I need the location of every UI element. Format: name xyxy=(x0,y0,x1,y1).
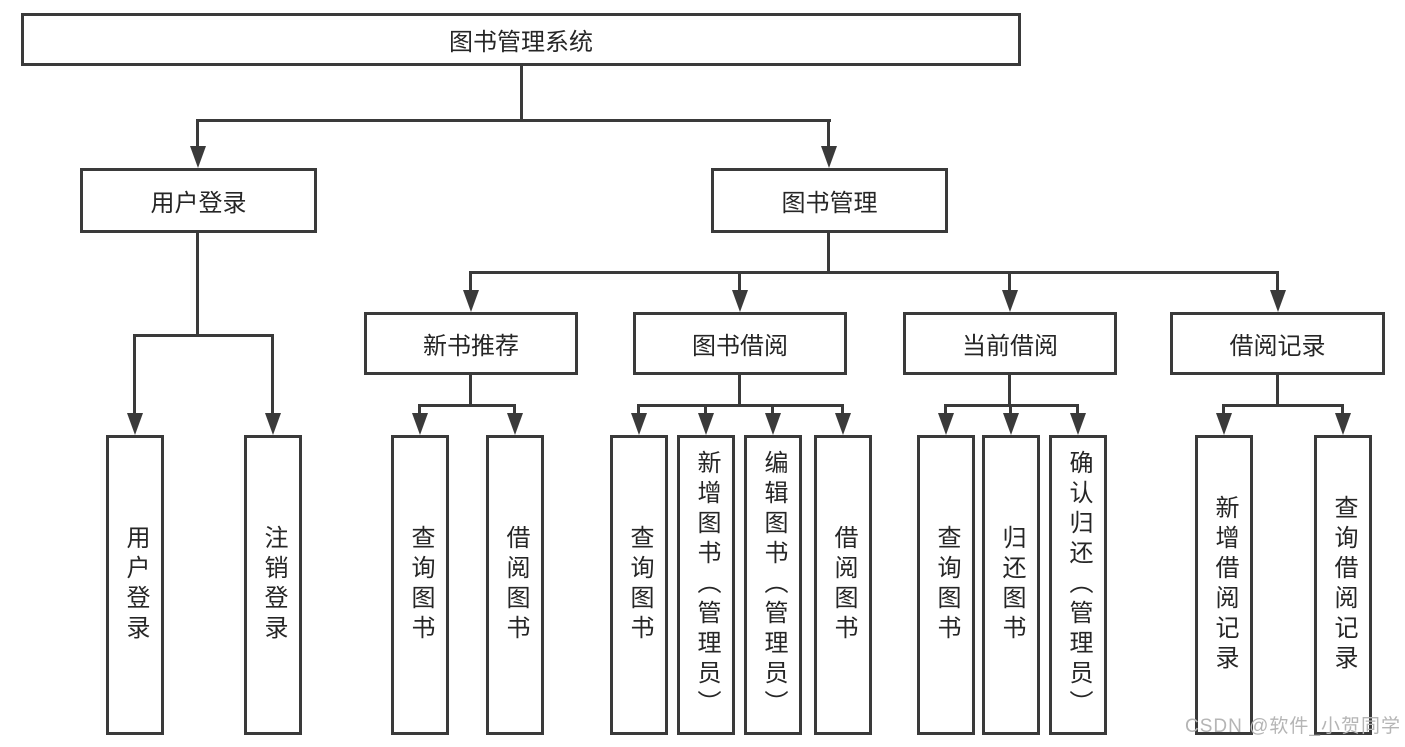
leaf-logout-login-label: 注销登录 xyxy=(260,525,287,645)
connector-user-login-split xyxy=(133,334,274,337)
connector-drop-query-books-1 xyxy=(418,406,421,416)
connector-drop-book-management xyxy=(827,121,830,149)
connector-drop-add-book xyxy=(704,406,707,416)
node-new-book-recommend-label: 新书推荐 xyxy=(423,333,519,360)
leaf-add-book-admin: 新增图书（管理员） xyxy=(677,435,735,735)
leaf-edit-book-admin-label: 编辑图书（管理员） xyxy=(760,450,787,720)
arrowhead-borrow-books-1 xyxy=(507,413,523,435)
leaf-confirm-return-admin: 确认归还（管理员） xyxy=(1049,435,1107,735)
connector-drop-add-record xyxy=(1222,406,1225,416)
connector-drop-book-borrow xyxy=(738,273,741,293)
arrowhead-edit-book xyxy=(765,413,781,435)
arrowhead-book-management xyxy=(821,146,837,168)
connector-book-borrow-stem xyxy=(738,375,741,406)
arrowhead-confirm-return xyxy=(1070,413,1086,435)
leaf-borrow-books: 借阅图书 xyxy=(814,435,872,735)
node-borrow-records: 借阅记录 xyxy=(1170,312,1385,375)
node-current-borrow-label: 当前借阅 xyxy=(962,333,1058,360)
leaf-query-borrow-record-label: 查询借阅记录 xyxy=(1330,495,1357,675)
connector-new-book-split xyxy=(418,404,516,407)
leaf-user-login-label: 用户登录 xyxy=(122,525,149,645)
connector-drop-return-books xyxy=(1009,406,1012,416)
node-new-book-recommend: 新书推荐 xyxy=(364,312,578,375)
node-borrow-records-label: 借阅记录 xyxy=(1229,333,1326,360)
node-book-borrow-label: 图书借阅 xyxy=(692,333,788,360)
arrowhead-query-books-3 xyxy=(938,413,954,435)
arrowhead-user-login xyxy=(190,146,206,168)
connector-book-management-split xyxy=(469,271,1279,274)
leaf-query-books-borrow-label: 查询图书 xyxy=(626,525,653,645)
arrowhead-add-record xyxy=(1216,413,1232,435)
leaf-borrow-books-label: 借阅图书 xyxy=(830,525,857,645)
connector-current-borrow-split xyxy=(944,404,1079,407)
arrowhead-query-books-2 xyxy=(631,413,647,435)
leaf-query-books-borrow: 查询图书 xyxy=(610,435,668,735)
arrowhead-book-borrow xyxy=(732,290,748,312)
leaf-borrow-books-recommend-label: 借阅图书 xyxy=(502,525,529,645)
arrowhead-leaf-logout xyxy=(265,413,281,435)
leaf-logout-login: 注销登录 xyxy=(244,435,302,735)
arrowhead-return-books xyxy=(1003,413,1019,435)
leaf-borrow-books-recommend: 借阅图书 xyxy=(486,435,544,735)
connector-new-book-stem xyxy=(469,375,472,406)
connector-drop-query-record xyxy=(1341,406,1344,416)
arrowhead-query-books-1 xyxy=(412,413,428,435)
connector-drop-leaf-user-login xyxy=(133,336,136,415)
connector-drop-borrow-books-2 xyxy=(841,406,844,416)
arrowhead-new-book xyxy=(463,290,479,312)
connector-current-borrow-stem xyxy=(1008,375,1011,406)
arrowhead-current-borrow xyxy=(1002,290,1018,312)
leaf-add-book-admin-label: 新增图书（管理员） xyxy=(693,450,720,720)
connector-book-management-stem xyxy=(827,233,830,273)
node-library-system: 图书管理系统 xyxy=(21,13,1021,66)
connector-drop-edit-book xyxy=(771,406,774,416)
leaf-confirm-return-admin-label: 确认归还（管理员） xyxy=(1065,450,1092,720)
connector-root-stem xyxy=(520,66,523,119)
arrowhead-borrow-books-2 xyxy=(835,413,851,435)
leaf-query-books-current-label: 查询图书 xyxy=(933,525,960,645)
leaf-query-borrow-record: 查询借阅记录 xyxy=(1314,435,1372,735)
connector-drop-user-login xyxy=(196,121,199,149)
connector-root-split xyxy=(196,119,831,122)
connector-drop-current-borrow xyxy=(1008,273,1011,293)
connector-drop-query-books-3 xyxy=(944,406,947,416)
node-user-login: 用户登录 xyxy=(80,168,317,233)
connector-drop-query-books-2 xyxy=(637,406,640,416)
leaf-query-books-recommend: 查询图书 xyxy=(391,435,449,735)
arrowhead-query-record xyxy=(1335,413,1351,435)
connector-drop-new-book xyxy=(469,273,472,293)
leaf-return-books: 归还图书 xyxy=(982,435,1040,735)
connector-book-borrow-split xyxy=(637,404,844,407)
connector-drop-leaf-logout xyxy=(271,336,274,415)
leaf-edit-book-admin: 编辑图书（管理员） xyxy=(744,435,802,735)
node-user-login-label: 用户登录 xyxy=(150,190,247,217)
connector-drop-confirm-return xyxy=(1076,406,1079,416)
connector-borrow-record-split xyxy=(1222,404,1344,407)
node-book-management: 图书管理 xyxy=(711,168,948,233)
node-book-management-label: 图书管理 xyxy=(781,190,878,217)
leaf-add-borrow-record-label: 新增借阅记录 xyxy=(1211,495,1238,675)
leaf-query-books-recommend-label: 查询图书 xyxy=(407,525,434,645)
csdn-watermark: CSDN @软件_小贺同学 xyxy=(1185,716,1401,737)
node-book-borrow: 图书借阅 xyxy=(633,312,847,375)
leaf-return-books-label: 归还图书 xyxy=(998,525,1025,645)
connector-drop-borrow-books-1 xyxy=(513,406,516,416)
leaf-add-borrow-record: 新增借阅记录 xyxy=(1195,435,1253,735)
arrowhead-borrow-record xyxy=(1270,290,1286,312)
leaf-query-books-current: 查询图书 xyxy=(917,435,975,735)
arrowhead-add-book xyxy=(698,413,714,435)
node-library-system-label: 图书管理系统 xyxy=(449,29,593,56)
arrowhead-leaf-user-login xyxy=(127,413,143,435)
connector-borrow-record-stem xyxy=(1276,375,1279,406)
leaf-user-login: 用户登录 xyxy=(106,435,164,735)
connector-drop-borrow-record xyxy=(1276,273,1279,293)
node-current-borrow: 当前借阅 xyxy=(903,312,1117,375)
connector-user-login-stem xyxy=(196,233,199,336)
